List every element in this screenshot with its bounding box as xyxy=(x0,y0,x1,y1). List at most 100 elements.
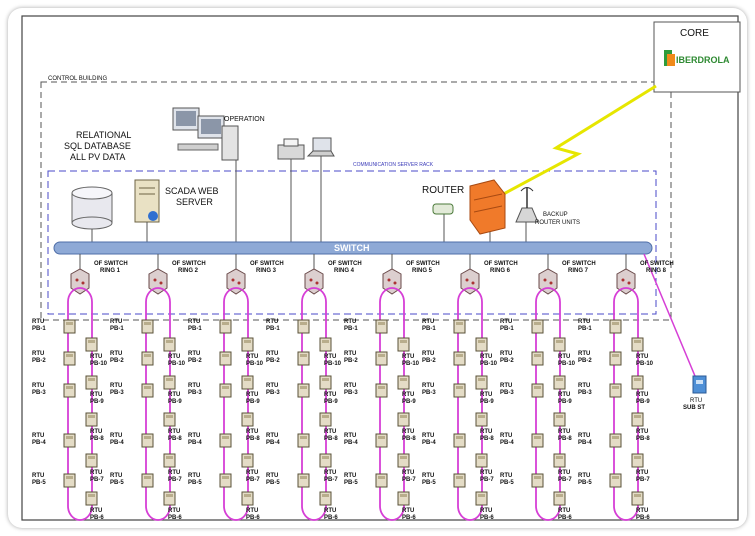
rtu-icon xyxy=(531,319,544,334)
fiber-ring-loop xyxy=(223,287,249,521)
rtu-icon xyxy=(297,319,310,334)
ring-label-line1: OF SWITCH xyxy=(250,261,284,267)
rtu-left-label: PB-1 xyxy=(110,326,124,332)
rtu-right-label: PB-10 xyxy=(90,361,108,367)
rtu-prefix-label: RTU xyxy=(344,473,356,479)
rtu-prefix-label: RTU xyxy=(168,392,180,398)
rtu-icon xyxy=(85,375,98,390)
rtu-prefix-label: RTU xyxy=(422,383,434,389)
rtu-left-label: PB-4 xyxy=(188,440,202,446)
rtu-icon xyxy=(453,473,466,488)
rtu-prefix-label: RTU xyxy=(168,470,180,476)
ring-label-line2: RING 4 xyxy=(334,268,355,274)
rtu-right-label: PB-7 xyxy=(324,477,338,483)
rtu-icon xyxy=(219,351,232,366)
rtu-right-label: PB-9 xyxy=(168,399,182,405)
ring-switch-icon xyxy=(538,268,558,295)
rtu-left-label: PB-2 xyxy=(32,358,46,364)
rtu-prefix-label: RTU xyxy=(578,473,590,479)
rtu-icon xyxy=(219,383,232,398)
rtu-left-label: PB-1 xyxy=(422,326,436,332)
rtu-icon xyxy=(397,337,410,352)
rtu-prefix-label: RTU xyxy=(324,429,336,435)
rtu-right-label: PB-9 xyxy=(90,399,104,405)
ring-switch-icon xyxy=(616,268,636,295)
rtu-prefix-label: RTU xyxy=(402,470,414,476)
rtu-left-label: PB-1 xyxy=(344,326,358,332)
diagram-frame: CONTROL BUILDING COMMUNICATION SERVER RA… xyxy=(8,8,747,528)
rtu-icon xyxy=(375,473,388,488)
rtu-right-label: PB-7 xyxy=(480,477,494,483)
rtu-prefix-label: RTU xyxy=(578,383,590,389)
rtu-right-label: PB-8 xyxy=(168,436,182,442)
rtu-icon xyxy=(141,433,154,448)
rtu-prefix-label: RTU xyxy=(266,473,278,479)
rtu-prefix-label: RTU xyxy=(188,351,200,357)
backup-label-2: ROUTER UNITS xyxy=(535,220,580,226)
rtu-icon xyxy=(375,351,388,366)
ring-label-line1: OF SWITCH xyxy=(172,261,206,267)
rtu-prefix-label: RTU xyxy=(188,383,200,389)
router-label: ROUTER xyxy=(422,185,464,196)
rtu-icon xyxy=(297,433,310,448)
rtu-left-label: PB-1 xyxy=(500,326,514,332)
rtu-prefix-label: RTU xyxy=(266,383,278,389)
backup-label-1: BACKUP xyxy=(543,212,568,218)
ring-label-line1: OF SWITCH xyxy=(484,261,518,267)
rtu-icon xyxy=(453,383,466,398)
rtu-icon xyxy=(609,351,622,366)
rtu-right-label: PB-9 xyxy=(246,399,260,405)
rtu-prefix-label: RTU xyxy=(480,470,492,476)
rtu-icon xyxy=(319,337,332,352)
rtu-right-label: PB-8 xyxy=(402,436,416,442)
rtu-prefix-label: RTU xyxy=(90,392,102,398)
backup-router-antenna-icon xyxy=(515,187,539,223)
rtu-prefix-label: RTU xyxy=(32,319,44,325)
rtu-left-label: PB-5 xyxy=(422,480,436,486)
substation-rtu-icon xyxy=(692,375,707,394)
rtu-right-label: PB-7 xyxy=(636,477,650,483)
rtu-right-label: PB-9 xyxy=(480,399,494,405)
rtu-right-label: PB-6 xyxy=(90,515,104,521)
rtu-right-label: PB-6 xyxy=(480,515,494,521)
ring-label-line2: RING 6 xyxy=(490,268,511,274)
ring-switch-icon xyxy=(148,268,168,295)
ring-label-line2: RING 5 xyxy=(412,268,433,274)
rtu-left-label: PB-5 xyxy=(344,480,358,486)
rtu-icon xyxy=(375,433,388,448)
rtu-icon xyxy=(453,351,466,366)
substation-label-2: SUB ST xyxy=(683,405,705,411)
rtu-left-label: PB-2 xyxy=(110,358,124,364)
rtu-right-label: PB-7 xyxy=(402,477,416,483)
rtu-prefix-label: RTU xyxy=(324,392,336,398)
rtu-icon xyxy=(163,375,176,390)
server-rack-box xyxy=(47,170,657,315)
rtu-icon xyxy=(397,375,410,390)
rtu-prefix-label: RTU xyxy=(480,429,492,435)
fiber-ring-loop xyxy=(67,287,93,521)
rtu-icon xyxy=(297,473,310,488)
rtu-prefix-label: RTU xyxy=(32,383,44,389)
rtu-prefix-label: RTU xyxy=(422,433,434,439)
ring-label-line2: RING 7 xyxy=(568,268,589,274)
rtu-left-label: PB-3 xyxy=(422,390,436,396)
ring-label-line2: RING 3 xyxy=(256,268,277,274)
rtu-left-label: PB-1 xyxy=(266,326,280,332)
ring-label-line1: OF SWITCH xyxy=(94,261,128,267)
rtu-prefix-label: RTU xyxy=(578,319,590,325)
rtu-icon xyxy=(631,337,644,352)
rtu-icon xyxy=(297,383,310,398)
rtu-icon xyxy=(631,375,644,390)
rtu-icon xyxy=(85,412,98,427)
ring-label-line2: RING 2 xyxy=(178,268,199,274)
rtu-prefix-label: RTU xyxy=(32,433,44,439)
rtu-left-label: PB-1 xyxy=(188,326,202,332)
rtu-prefix-label: RTU xyxy=(324,470,336,476)
rtu-left-label: PB-4 xyxy=(500,440,514,446)
server-connections xyxy=(91,156,527,242)
